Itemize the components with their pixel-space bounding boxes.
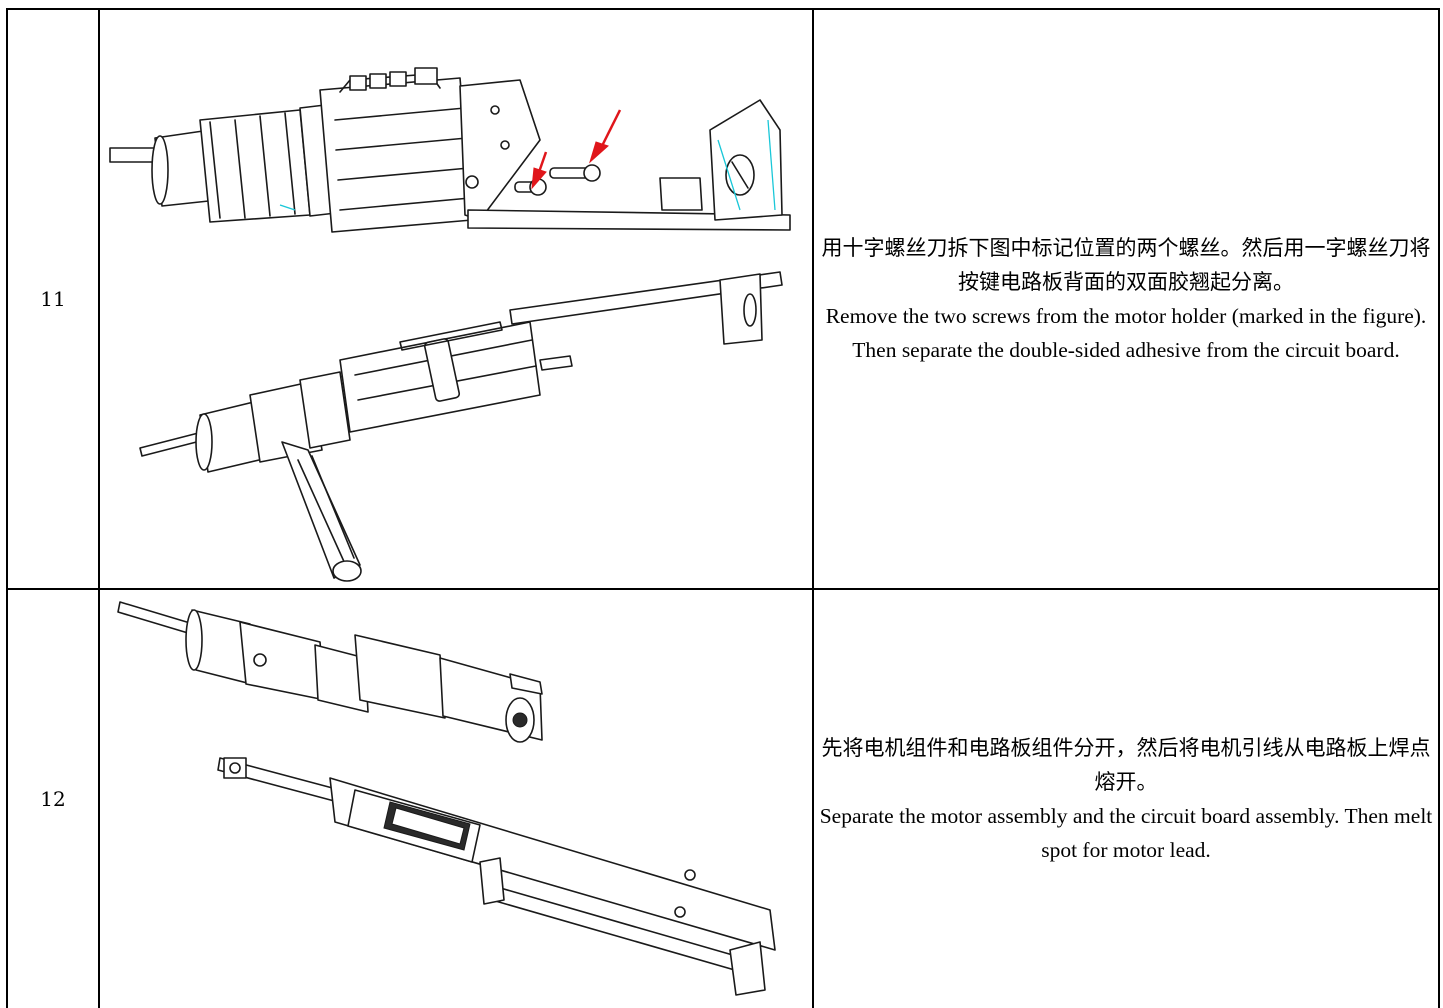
instruction-table: 11 bbox=[6, 8, 1440, 1008]
step-row: 11 bbox=[6, 8, 1440, 590]
step-illustration bbox=[98, 8, 814, 590]
motor-holder-disassembly-drawing bbox=[109, 67, 791, 582]
step-description: 用十字螺丝刀拆下图中标记位置的两个螺丝。然后用一字螺丝刀将按键电路板背面的双面胶… bbox=[812, 8, 1440, 590]
circuit-board-assembly bbox=[217, 757, 776, 996]
step-row: 12 bbox=[6, 588, 1440, 1008]
motor-and-board-separation-drawing bbox=[117, 601, 776, 996]
step-description: 先将电机组件和电路板组件分开，然后将电机引线从电路板上焊点熔开。 Separat… bbox=[812, 588, 1440, 1008]
motor-assembly bbox=[117, 601, 543, 743]
step-text-english: Separate the motor assembly and the circ… bbox=[819, 804, 1433, 862]
step-text-chinese: 用十字螺丝刀拆下图中标记位置的两个螺丝。然后用一字螺丝刀将按键电路板背面的双面胶… bbox=[821, 236, 1431, 294]
step-text-chinese: 先将电机组件和电路板组件分开，然后将电机引线从电路板上焊点熔开。 bbox=[821, 736, 1431, 794]
step-illustration bbox=[98, 588, 814, 1008]
lower-assembly bbox=[139, 271, 783, 582]
screw-marker-arrows bbox=[531, 109, 622, 190]
step-text-english: Remove the two screws from the motor hol… bbox=[825, 304, 1427, 362]
step-number: 11 bbox=[6, 8, 100, 590]
step-number: 12 bbox=[6, 588, 100, 1008]
upper-assembly bbox=[109, 67, 791, 233]
